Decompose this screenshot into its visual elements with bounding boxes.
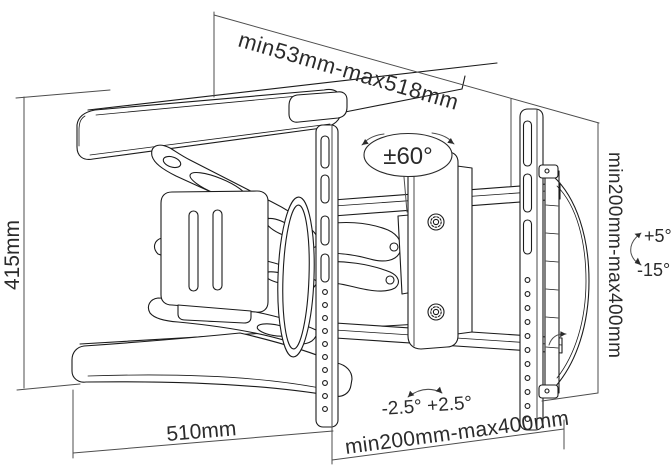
- left-vesa-rail: [315, 124, 339, 428]
- knob-screw-top: [427, 213, 445, 231]
- swivel-label: ±60°: [383, 143, 432, 170]
- dimension-vesa-vertical: min200mm-max400mm: [541, 122, 625, 402]
- dimension-swivel: ±60°: [361, 132, 455, 213]
- height-label: 415mm: [1, 220, 24, 290]
- dimension-width-510: 510mm: [72, 389, 334, 459]
- right-vesa-rail: [519, 108, 544, 431]
- dimension-vesa-horizontal: min200mm-max400mm: [331, 407, 570, 465]
- width-label: 510mm: [165, 417, 237, 446]
- level-label: -2.5° +2.5°: [381, 393, 473, 420]
- dimension-tilt: +5° -15°: [630, 226, 672, 280]
- vesa-holes-left: [322, 289, 328, 412]
- bottom-rail: [71, 320, 471, 397]
- vesa-vertical-label: min200mm-max400mm: [604, 152, 625, 358]
- top-rail: [76, 62, 498, 160]
- curved-adapter: [538, 164, 590, 399]
- tilt-up-label: +5°: [644, 226, 672, 246]
- pivot-disc: [277, 196, 315, 358]
- knob-screw-bottom: [427, 303, 445, 321]
- tilt-down-label: -15°: [637, 260, 670, 280]
- dimension-height-415: 415mm: [1, 89, 111, 391]
- vesa-holes-right: [524, 277, 531, 422]
- wall-plate-bracket: [407, 150, 459, 350]
- hinge-block: [456, 165, 473, 335]
